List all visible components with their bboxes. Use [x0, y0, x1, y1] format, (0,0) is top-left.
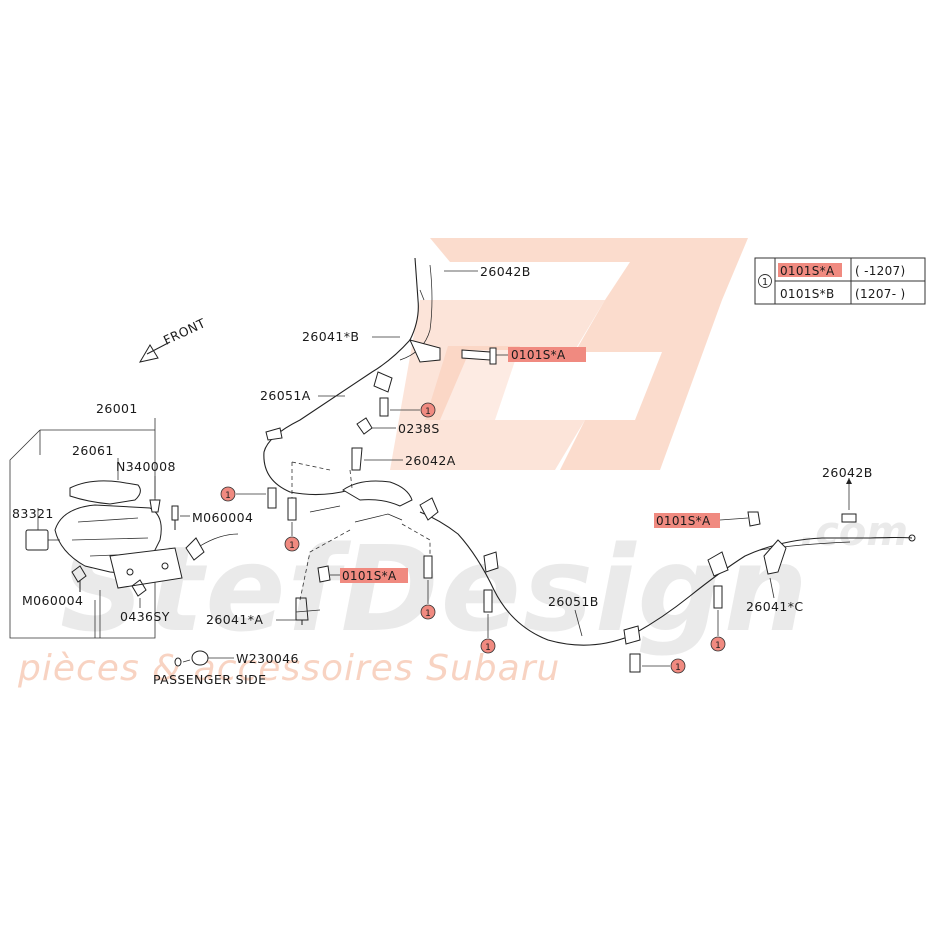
legend-row-1-part: 0101S*A: [780, 264, 835, 278]
label-83321: 83321: [12, 506, 54, 521]
legend-table: 1 0101S*A ( -1207) 0101S*B (1207- ): [754, 257, 926, 305]
marker-1-a: 1: [390, 402, 436, 418]
label-0436SY: 0436SY: [120, 609, 170, 624]
marker-1-b: 1: [220, 486, 266, 502]
legend-marker: 1: [762, 277, 768, 288]
label-0101SA-top: 0101S*A: [511, 348, 566, 362]
label-26042A: 26042A: [405, 453, 456, 468]
legend-row-2-part: 0101S*B: [780, 287, 835, 301]
label-0101SA-mid: 0101S*A: [342, 569, 397, 583]
marker-1-f: 1: [710, 610, 726, 652]
svg-text:1: 1: [425, 407, 431, 417]
label-26041B: 26041*B: [302, 329, 359, 344]
svg-text:1: 1: [425, 609, 431, 619]
label-26042B-top: 26042B: [480, 264, 531, 279]
cable-adjuster-part: [185, 537, 205, 561]
svg-text:1: 1: [225, 491, 231, 501]
legend-row-1-range: ( -1207): [855, 264, 905, 278]
bracket-plate-part: [109, 547, 183, 589]
label-26041A: 26041*A: [206, 612, 263, 627]
part-labels: 26042B 26041*B 26051A 0238S 26042A 26001…: [12, 264, 873, 687]
marker-1-d: 1: [420, 580, 436, 620]
svg-text:1: 1: [289, 541, 295, 551]
marker-1-g: 1: [642, 658, 686, 674]
watermark-brand: StefDesign: [60, 520, 810, 658]
lever-cover-part: [69, 480, 141, 505]
front-cable: [263, 257, 441, 523]
watermark-text: StefDesign .com pièces & accessoires Sub…: [17, 509, 908, 689]
label-W230046: W230046: [236, 651, 299, 666]
legend-row-2-range: (1207- ): [855, 287, 905, 301]
svg-text:1: 1: [485, 643, 491, 653]
label-26041C: 26041*C: [746, 599, 804, 614]
highlight-labels: 0101S*A 0101S*A 0101S*A: [330, 347, 749, 583]
label-26001: 26001: [96, 401, 138, 416]
label-M060004-right: M060004: [192, 510, 253, 525]
bolt-icon-3: [379, 397, 389, 417]
label-26051A: 26051A: [260, 388, 311, 403]
grommet-part: [191, 650, 209, 666]
label-passenger-side: PASSENGER SIDE: [153, 672, 266, 687]
bolt-icon-8: [461, 347, 497, 365]
clip-part: [149, 499, 161, 513]
bolt-icon-10: [747, 511, 761, 527]
switch-part: [25, 529, 49, 551]
label-0238S: 0238S: [398, 421, 440, 436]
legend-marker-icon: [758, 274, 772, 288]
screw-part: [131, 579, 147, 597]
bolt-part: [171, 505, 179, 530]
callout-markers: 1 1 1 1 1 1 1: [220, 402, 726, 674]
label-0101SA-right: 0101S*A: [656, 514, 711, 528]
svg-text:1: 1: [675, 663, 681, 673]
bolt-icon-1: [267, 487, 277, 509]
bolt-icon-4: [423, 555, 433, 579]
legend-row-highlight: [778, 263, 842, 277]
bolt-part-2: [71, 565, 87, 592]
label-26042B-right: 26042B: [822, 465, 873, 480]
front-label: FRONT: [161, 315, 208, 347]
bolt-icon-9: [317, 565, 331, 583]
label-26051B: 26051B: [548, 594, 599, 609]
watermark-tagline: pièces & accessoires Subaru: [17, 648, 560, 689]
bolt-icon-6: [629, 653, 641, 673]
leader-lines: [291, 461, 431, 601]
bolt-icon-2: [287, 497, 297, 521]
bolts: [267, 347, 761, 673]
bolt-icon-7: [713, 585, 723, 609]
label-N340008: N340008: [116, 459, 176, 474]
lever-assembly-group: [9, 418, 239, 667]
front-arrow: FRONT: [138, 315, 208, 363]
marker-1-e: 1: [480, 614, 496, 654]
marker-1-c: 1: [284, 522, 300, 552]
rear-cable: [295, 478, 916, 646]
watermark-logo: [390, 238, 748, 470]
label-26061: 26061: [72, 443, 114, 458]
bolt-icon-5: [483, 589, 493, 613]
label-M060004-left: M060004: [22, 593, 83, 608]
svg-text:1: 1: [715, 641, 721, 651]
